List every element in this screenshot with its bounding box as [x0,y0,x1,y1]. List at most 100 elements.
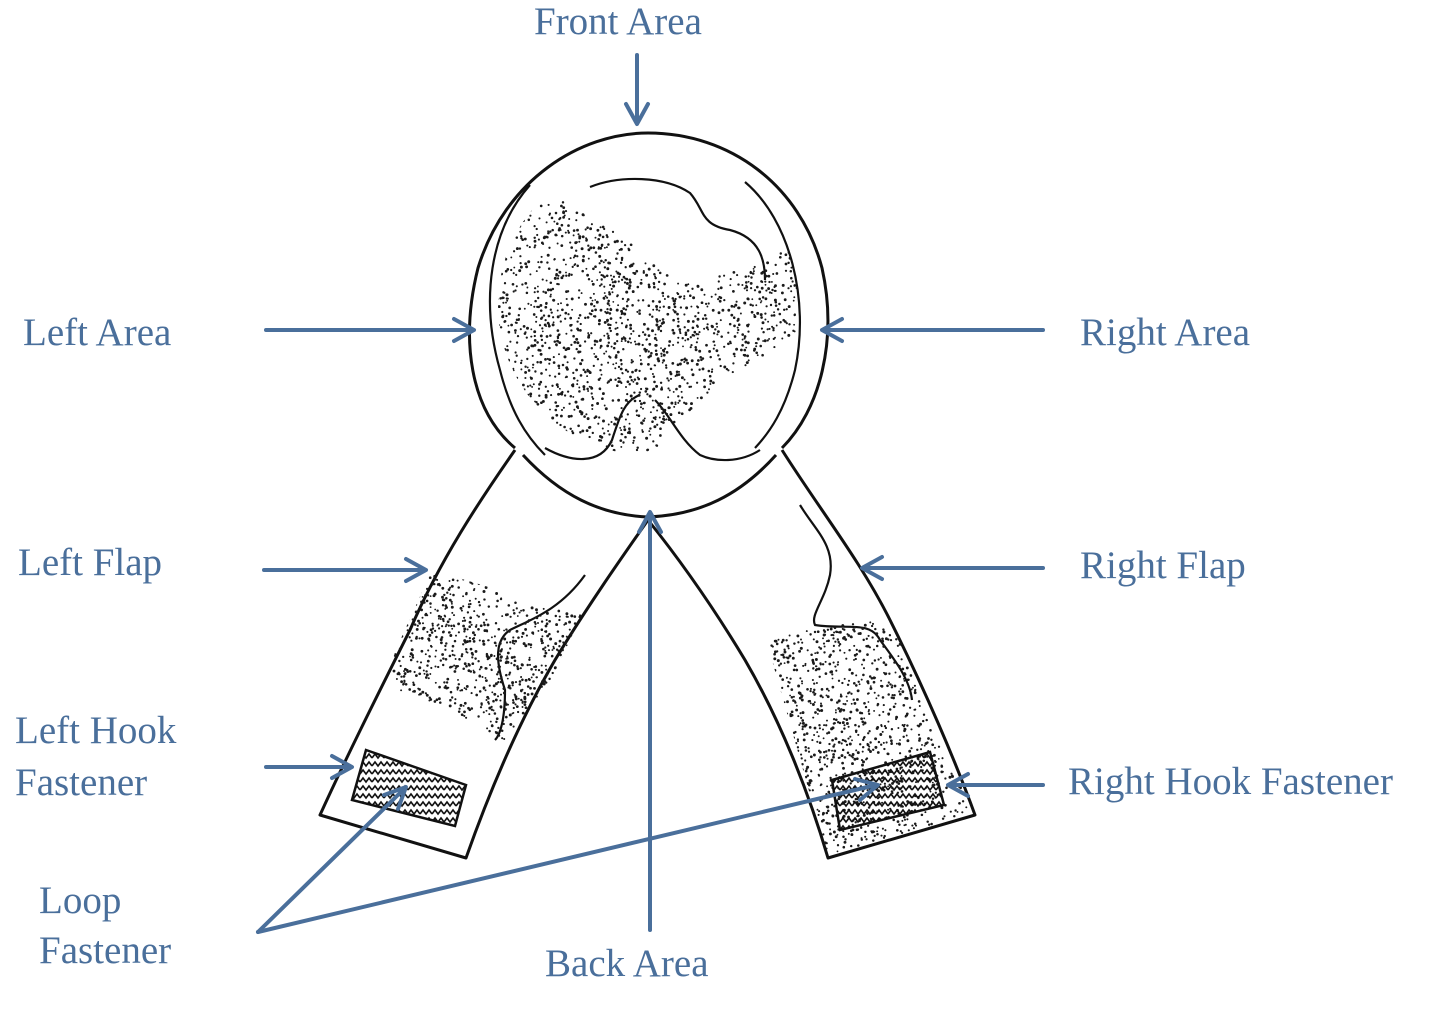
stipple-dot [572,234,575,237]
stipple-dot [689,406,693,410]
stipple-dot [498,332,500,335]
stipple-dot [449,593,452,596]
stipple-dot [832,718,836,721]
stipple-dot [591,299,594,302]
stipple-dot [587,278,591,281]
stipple-dot [843,677,846,680]
stipple-dot [598,254,602,258]
stipple-dot [599,439,603,442]
stipple-dot [768,327,771,330]
stipple-dot [400,675,403,678]
stipple-dot [854,657,857,661]
stipple-dot [628,427,631,431]
stipple-dot [426,630,429,633]
stipple-dot [861,763,864,767]
stipple-dot [541,399,545,403]
stipple-dot [548,374,551,377]
stipple-dot [603,246,606,249]
stipple-dot [450,602,453,605]
stipple-dot [510,656,514,659]
stipple-dot [400,689,403,692]
stipple-dot [521,678,524,682]
stipple-dot [589,227,593,231]
stipple-dot [544,646,547,649]
stipple-dot [446,677,450,681]
stipple-dot [604,310,607,313]
stipple-dot [468,637,471,640]
stipple-dot [615,308,619,312]
stipple-dot [793,323,796,326]
stipple-dot [827,639,830,643]
stipple-dot [527,677,531,681]
stipple-dot [749,271,753,275]
stipple-dot [524,627,528,631]
stipple-dot [662,359,666,362]
stipple-dot [551,316,555,319]
stipple-dot [536,402,540,406]
stipple-dot [518,397,522,400]
stipple-dot [644,350,648,353]
stipple-dot [651,329,654,333]
stipple-dot [570,329,573,332]
stipple-dot [520,689,523,693]
stipple-dot [612,363,615,366]
stipple-dot [819,768,822,771]
stipple-dot [804,775,808,779]
stipple-dot [798,649,802,653]
stipple-dot [882,704,885,707]
stipple-dot [869,741,872,744]
stipple-dot [751,304,754,307]
stipple-dot [674,299,677,303]
stipple-dot [529,643,533,647]
stipple-dot [460,576,463,579]
stipple-dot [551,649,554,651]
stipple-dot [698,368,701,371]
stipple-dot [472,589,475,592]
stipple-dot [765,289,768,292]
stipple-dot [580,247,584,251]
stipple-dot [556,282,559,286]
stipple-dot [648,342,652,346]
stipple-dot [415,627,419,631]
stipple-dot [835,774,838,777]
stipple-dot [503,282,507,285]
stipple-dot [833,626,837,630]
stipple-dot [696,396,699,399]
stipple-dot [884,663,888,667]
stipple-dot [592,364,595,368]
stipple-dot [545,221,548,224]
stipple-dot [533,665,536,669]
stipple-dot [418,672,422,676]
stipple-dot [540,684,543,687]
stipple-dot [848,742,852,746]
stipple-dot [940,764,943,767]
stipple-dot [607,335,610,338]
stipple-dot [671,362,675,365]
stipple-dot [746,341,750,345]
stipple-dot [771,288,774,292]
stipple-dot [495,314,497,316]
stipple-dot [416,624,419,627]
stipple-dot [645,273,649,277]
stipple-dot [676,363,680,367]
stipple-dot [552,645,555,648]
stipple-dot [508,671,512,674]
stipple-dot [406,670,410,673]
stipple-dot [442,657,445,660]
stipple-dot [541,680,544,684]
stipple-dot [530,692,534,696]
stipple-dot [597,246,600,248]
stipple-dot [874,627,877,631]
stipple-dot [584,302,587,306]
stipple-dot [456,579,459,582]
stipple-dot [648,313,652,316]
stipple-dot [775,272,779,275]
stipple-dot [673,302,676,305]
stipple-dot [451,696,454,699]
stipple-dot [490,708,494,711]
stipple-dot [813,682,816,685]
stipple-dot [921,719,925,723]
stipple-dot [421,622,425,625]
stipple-dot [814,652,817,655]
stipple-dot [443,681,446,684]
